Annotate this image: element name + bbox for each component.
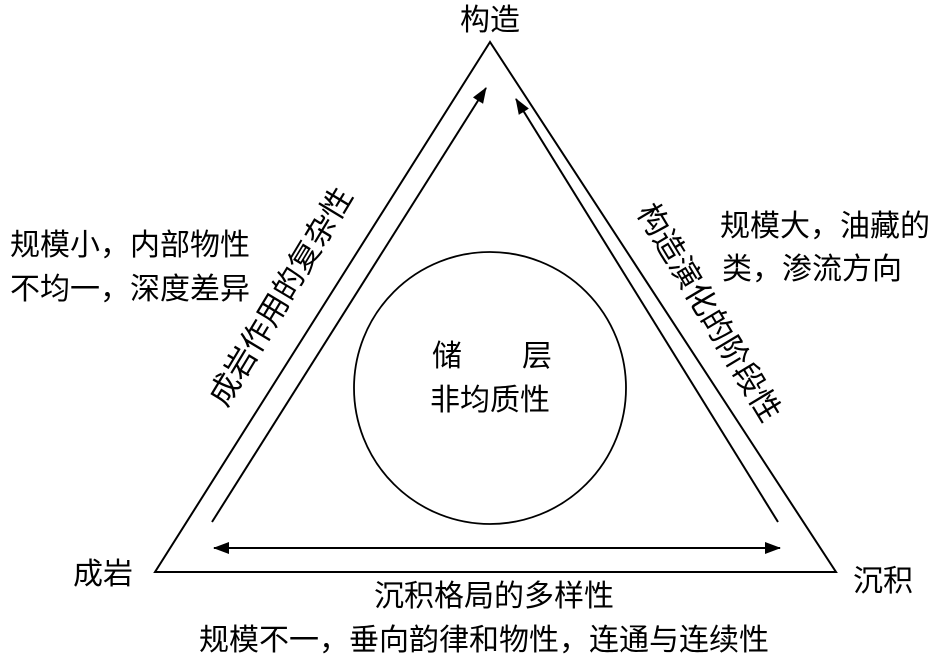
edge-label-bottom: 沉积格局的多样性 [374,579,614,614]
reservoir-circle [353,251,627,525]
corner-label-left: 成岩 [73,557,133,592]
corner-label-top: 构造 [460,3,520,38]
left-edge-arrow [211,87,487,523]
right-edge-arrow [515,98,779,523]
note-left-line2: 不均一，深度差异 [10,272,250,307]
note-right-line2: 类，渗流方向 [722,252,902,287]
corner-label-right: 沉积 [853,564,913,599]
note-right-line1: 规模大，油藏的 [720,209,930,244]
center-label-line1: 储 层 [432,339,552,374]
center-label-line2: 非均质性 [430,383,550,418]
note-left-line1: 规模小，内部物性 [10,228,250,263]
note-bottom: 规模不一，垂向韵律和物性，连通与连续性 [199,623,769,658]
triangle-frame [153,40,838,573]
